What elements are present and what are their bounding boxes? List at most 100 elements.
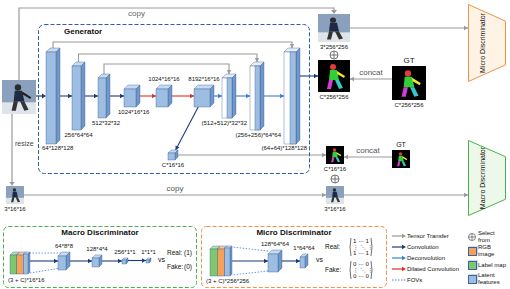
shape — [156, 85, 172, 107]
photo — [6, 186, 24, 204]
block-front — [146, 260, 149, 263]
connector — [214, 94, 222, 98]
photo-ground — [326, 186, 344, 204]
photo-body — [329, 23, 339, 32]
annotation: copy — [128, 10, 145, 19]
block-front — [168, 153, 175, 160]
map-arm — [412, 78, 421, 85]
fov-lines — [232, 247, 268, 275]
arrow-head — [142, 258, 146, 262]
label-map: C*16*16 — [326, 146, 344, 164]
photo-head — [330, 18, 336, 23]
block-half — [290, 52, 296, 144]
block-side — [168, 85, 172, 107]
dimension-label: 128*64*64 — [261, 241, 289, 248]
arrow-head — [120, 94, 124, 98]
block-front — [156, 89, 168, 107]
dimension-label: GT — [396, 141, 406, 149]
feature-block: 128*4*4 — [92, 255, 102, 267]
connector — [350, 77, 392, 81]
connector-line — [176, 107, 199, 150]
legend-row: Dilated Convolution — [407, 265, 467, 273]
dimension-label: 128*4*4 — [86, 246, 107, 253]
arrow-head — [68, 94, 72, 98]
select-circle — [469, 234, 476, 241]
sample-line — [392, 280, 406, 281]
feature-block: 128*64*64 — [268, 250, 282, 272]
legend-row: Select from — [478, 230, 508, 244]
connector — [24, 193, 326, 197]
arrow-head — [464, 26, 468, 30]
block-side — [305, 254, 308, 268]
block-side — [66, 252, 70, 270]
block-side — [230, 246, 232, 276]
annotation: 1 ⋯ 1 — [353, 250, 369, 256]
feature-block: 8192*16*16 — [194, 85, 214, 107]
shape — [210, 246, 232, 276]
discriminator-label: Macro Discriminator — [479, 147, 487, 209]
photo-leg — [336, 197, 341, 202]
connector — [236, 94, 250, 98]
sample-line — [392, 246, 402, 247]
connector — [110, 94, 124, 98]
block-side — [175, 150, 178, 160]
annotation: vs — [158, 256, 165, 264]
panel-border — [4, 227, 197, 288]
map-head — [405, 70, 411, 76]
select-circle — [330, 51, 338, 59]
shape — [10, 252, 30, 274]
annotation: 1 ⋯ 1 — [353, 238, 369, 244]
shape — [250, 62, 264, 130]
photo-body — [12, 192, 18, 198]
photo-leg — [20, 101, 29, 111]
select-circle — [331, 175, 339, 183]
block-front — [98, 78, 106, 118]
legend-swatch — [468, 261, 477, 270]
label-map-picture — [392, 150, 410, 168]
block-front — [284, 52, 296, 144]
deconv-block: (512+512)*32*32 — [222, 74, 236, 118]
connector — [172, 94, 194, 98]
connector-label: copy — [166, 184, 185, 193]
connector-label: concat — [358, 68, 384, 77]
connector — [104, 64, 231, 74]
panel-title: Macro Discriminator — [61, 228, 138, 237]
input-stack: (3 + C)*16*16 — [10, 252, 30, 274]
arrow-head — [10, 182, 15, 186]
photo-snow — [318, 32, 350, 42]
block-front — [268, 254, 278, 272]
shape — [468, 140, 506, 216]
arrow-head — [344, 155, 348, 159]
annotation: 0 ⋯ 0 — [353, 261, 369, 267]
photo-ground — [6, 186, 24, 204]
photo-leg — [12, 101, 18, 111]
dimension-label: (64+64)*128*128 — [261, 145, 307, 152]
shape — [318, 60, 350, 92]
legend-text: Latent features — [478, 272, 508, 286]
shape — [58, 252, 70, 270]
map-head — [330, 64, 336, 70]
shape — [72, 62, 85, 130]
photo-snow — [2, 102, 36, 114]
block-front — [72, 66, 81, 130]
connector — [344, 155, 392, 159]
block-side — [106, 74, 110, 118]
map-ground — [392, 150, 410, 168]
annotation: Real: — [167, 249, 182, 256]
arrow-head — [331, 10, 337, 14]
photo-snow — [326, 198, 344, 204]
dimension-label: (3 + C)*16*16 — [8, 277, 45, 284]
deconv-block: (64+64)*128*128 — [284, 48, 300, 144]
shape — [46, 48, 60, 144]
arrow-head — [290, 44, 294, 48]
photo-arm — [22, 93, 31, 98]
map-arm — [337, 152, 342, 156]
arrow-head — [88, 259, 92, 263]
arrow-head — [176, 145, 180, 150]
block-front — [92, 258, 99, 267]
feature-block: 64*128*128 — [46, 48, 60, 144]
feature-block: 64*8*8 — [58, 252, 70, 270]
discriminator-shape: Macro Discriminator — [468, 140, 506, 216]
legend-swatch — [468, 247, 477, 256]
